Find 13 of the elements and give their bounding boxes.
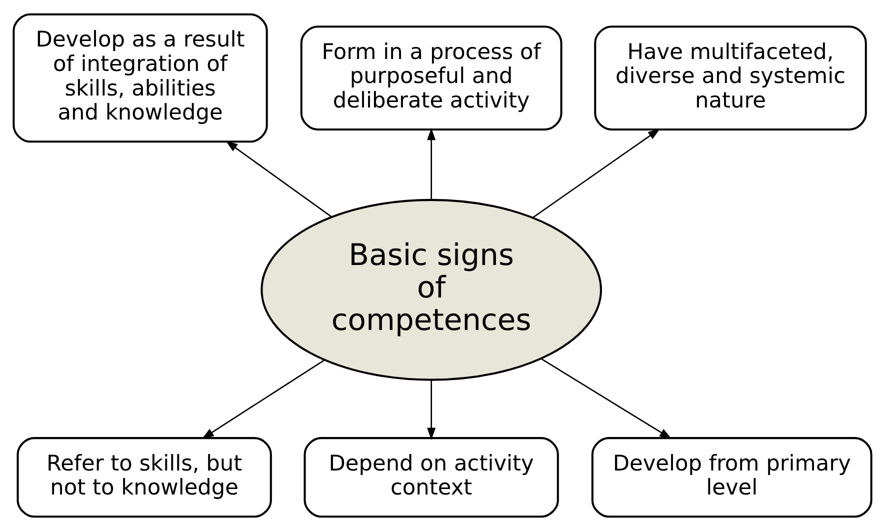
arrow — [226, 140, 332, 218]
node-box: Have multifaceted, diverse and systemic nature — [594, 26, 867, 130]
arrow — [427, 380, 436, 440]
arrow — [202, 359, 325, 440]
node-box: Form in a process of purposeful and deliberate activity — [300, 26, 562, 130]
arrow — [540, 358, 672, 439]
node-box: Refer to skills, but not to knowledge — [16, 437, 272, 518]
node-box: Depend on activity context — [304, 437, 559, 518]
node-box: Develop as a result of integration of skills, abilities and knowledge — [12, 13, 268, 143]
arrow — [427, 128, 436, 200]
arrow — [532, 128, 660, 218]
node-box: Develop from primary level — [591, 437, 872, 518]
node-ellipse: Basic signs of competences — [260, 198, 602, 381]
